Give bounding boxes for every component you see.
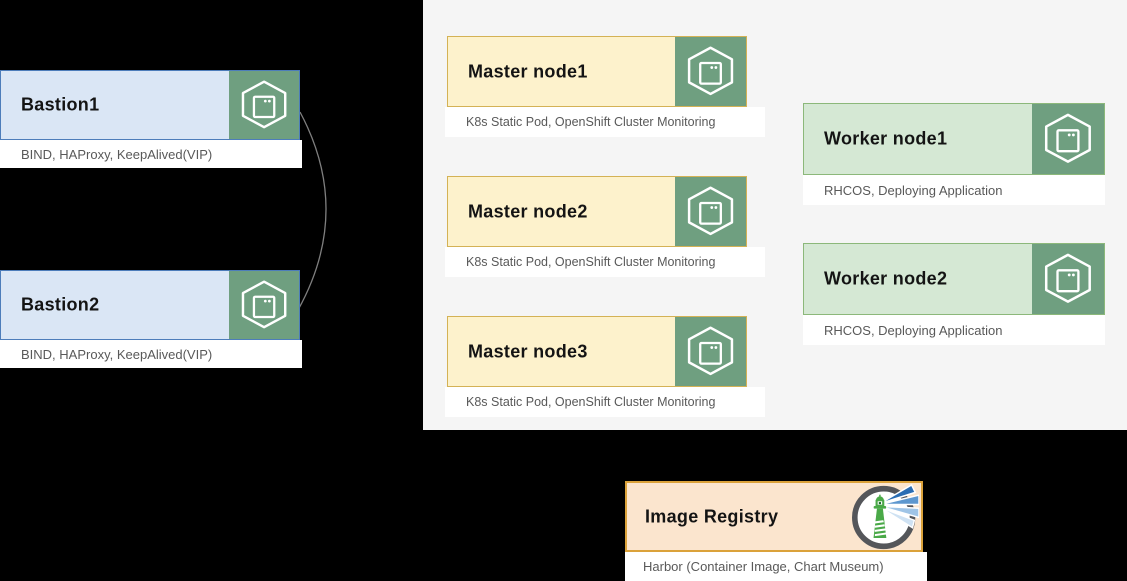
node-caption: BIND, HAProxy, KeepAlived(VIP) <box>0 340 302 368</box>
node-caption: RHCOS, Deploying Application <box>803 175 1105 205</box>
node-caption: RHCOS, Deploying Application <box>803 315 1105 345</box>
hexagon-node-icon <box>229 271 299 339</box>
master-node1[interactable]: Master node1 <box>447 36 747 107</box>
bastion1-node[interactable]: Bastion1 <box>0 70 300 140</box>
node-title: Master node1 <box>468 61 588 81</box>
harbor-lighthouse-logo <box>851 484 920 551</box>
node-title: Master node3 <box>468 341 588 361</box>
master-node3[interactable]: Master node3 <box>447 316 747 387</box>
master-node2[interactable]: Master node2 <box>447 176 747 247</box>
hexagon-node-icon <box>675 317 746 386</box>
hexagon-node-icon <box>675 177 746 246</box>
node-title: Master node2 <box>468 201 588 221</box>
node-title: Bastion2 <box>21 294 100 315</box>
bastion2-node[interactable]: Bastion2 <box>0 270 300 340</box>
node-title: Bastion1 <box>21 94 100 115</box>
node-title: Worker node1 <box>824 128 948 149</box>
node-caption: Harbor (Container Image, Chart Museum) <box>625 552 927 581</box>
hexagon-node-icon <box>1032 244 1104 314</box>
image-registry-node[interactable]: Image Registry <box>625 481 923 552</box>
hexagon-node-icon <box>229 71 299 139</box>
node-caption: K8s Static Pod, OpenShift Cluster Monito… <box>445 247 765 277</box>
hexagon-node-icon <box>1032 104 1104 174</box>
worker-node2[interactable]: Worker node2 <box>803 243 1105 315</box>
node-title: Worker node2 <box>824 268 948 289</box>
node-caption: K8s Static Pod, OpenShift Cluster Monito… <box>445 107 765 137</box>
node-caption: K8s Static Pod, OpenShift Cluster Monito… <box>445 387 765 417</box>
hexagon-node-icon <box>675 37 746 106</box>
node-title: Image Registry <box>645 506 779 526</box>
node-caption: BIND, HAProxy, KeepAlived(VIP) <box>0 140 302 168</box>
worker-node1[interactable]: Worker node1 <box>803 103 1105 175</box>
